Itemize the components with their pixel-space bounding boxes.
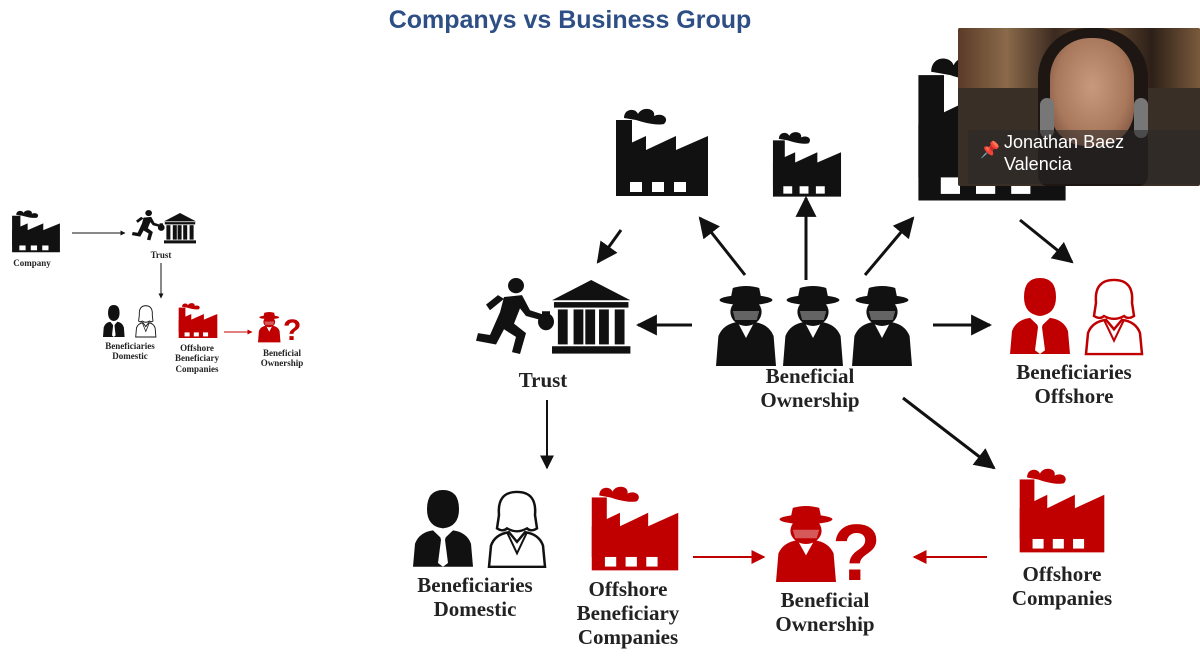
participant-name: Jonathan Baez Valencia bbox=[1004, 132, 1125, 174]
small-trust-icon bbox=[131, 210, 196, 244]
trust-label: Trust bbox=[518, 368, 568, 392]
small-beneficial-ownership-icon bbox=[258, 312, 281, 343]
factory-top-middle-icon bbox=[772, 132, 842, 197]
small-offshore-beneficiary-companies-label: Offshore Beneficiary Companies bbox=[175, 343, 219, 374]
offshore-beneficiary-companies-icon bbox=[591, 486, 679, 571]
beneficiaries-offshore-icon bbox=[1010, 278, 1144, 356]
beneficial-ownership-label: Beneficial Ownership bbox=[760, 364, 860, 413]
participant-face bbox=[1050, 38, 1134, 146]
trust-runner-icon bbox=[476, 278, 554, 354]
offshore-companies-label: Offshore Companies bbox=[1011, 562, 1113, 611]
small-trust-label: Trust bbox=[150, 250, 172, 260]
small-question-mark-icon: ? bbox=[283, 314, 301, 347]
small-company-label: Company bbox=[13, 258, 51, 268]
trust-bank-icon bbox=[552, 280, 631, 354]
small-beneficiaries-domestic-icon bbox=[103, 305, 157, 338]
beneficial-ownership-icon bbox=[716, 286, 912, 366]
headphones-icon bbox=[1040, 98, 1054, 138]
offshore-companies-icon bbox=[1019, 468, 1105, 553]
factory-top-left-icon bbox=[616, 108, 708, 196]
headphones-right-icon bbox=[1134, 98, 1148, 138]
beneficial-ownership-bottom-icon bbox=[776, 506, 836, 582]
question-mark-icon: ? bbox=[832, 508, 881, 597]
offshore-beneficiary-companies-label: Offshore Beneficiary Companies bbox=[576, 577, 680, 650]
slide-title: Companys vs Business Group bbox=[388, 6, 752, 34]
participant-name-overlay bbox=[968, 130, 1200, 184]
small-offshore-companies-icon bbox=[178, 303, 218, 338]
small-beneficial-ownership-label: Beneficial Ownership bbox=[260, 348, 304, 369]
beneficiaries-offshore-label: Beneficiaries Offshore bbox=[1016, 360, 1132, 409]
small-company-icon bbox=[12, 210, 60, 253]
pin-icon[interactable]: 📌 bbox=[980, 142, 1000, 159]
beneficial-ownership-bottom-label: Beneficial Ownership bbox=[775, 588, 875, 637]
participant-video-tile[interactable]: 📌 Jonathan Baez Valencia bbox=[958, 28, 1200, 186]
beneficiaries-domestic-icon bbox=[413, 490, 547, 569]
beneficiaries-domestic-label: Beneficiaries Domestic bbox=[417, 573, 533, 622]
diagram-arrows bbox=[596, 195, 1074, 470]
small-beneficiaries-domestic-label: Beneficiaries Domestic bbox=[105, 341, 155, 362]
